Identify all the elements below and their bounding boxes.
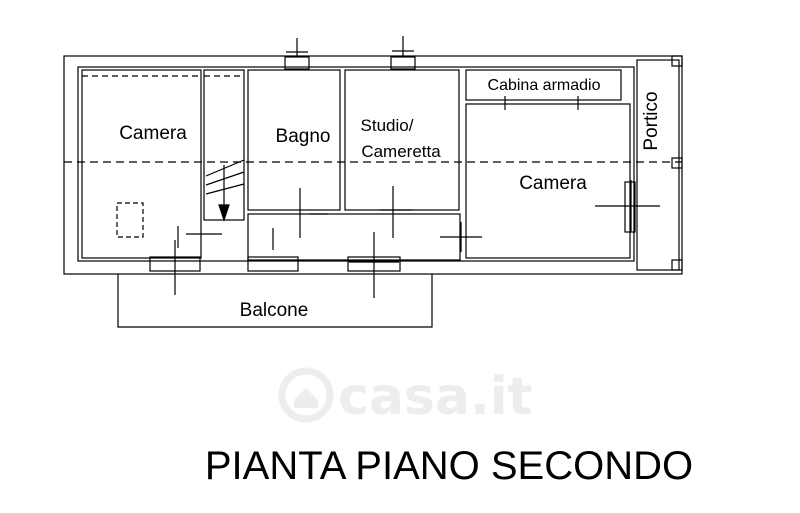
label-camera-right: Camera [519, 173, 587, 194]
label-balcone: Balcone [240, 300, 309, 321]
label-studio-line2: Cameretta [361, 142, 441, 161]
room-studio [344, 69, 460, 211]
portico-strip [636, 59, 680, 271]
room-bagno [247, 69, 341, 211]
room-camera-left [81, 69, 202, 259]
plan-title: PIANTA PIANO SECONDO [205, 444, 693, 488]
hallway [247, 213, 461, 261]
watermark-text: casa.it [338, 367, 532, 427]
inner-wall [77, 66, 635, 262]
label-bagno: Bagno [276, 126, 331, 147]
window-bottom-2 [247, 256, 299, 272]
dashed-square [116, 202, 144, 238]
label-studio-line1: Studio/ [361, 116, 414, 135]
room-camera-right [465, 103, 631, 259]
label-portico: Portico [641, 91, 662, 150]
label-cabina-armadio: Cabina armadio [488, 77, 601, 94]
door-camera-right [624, 181, 636, 233]
label-camera-left: Camera [119, 123, 187, 144]
casa-it-watermark: casa.it [278, 367, 532, 427]
room-cabina-armadio [465, 69, 622, 101]
balcony-outline [117, 274, 433, 328]
